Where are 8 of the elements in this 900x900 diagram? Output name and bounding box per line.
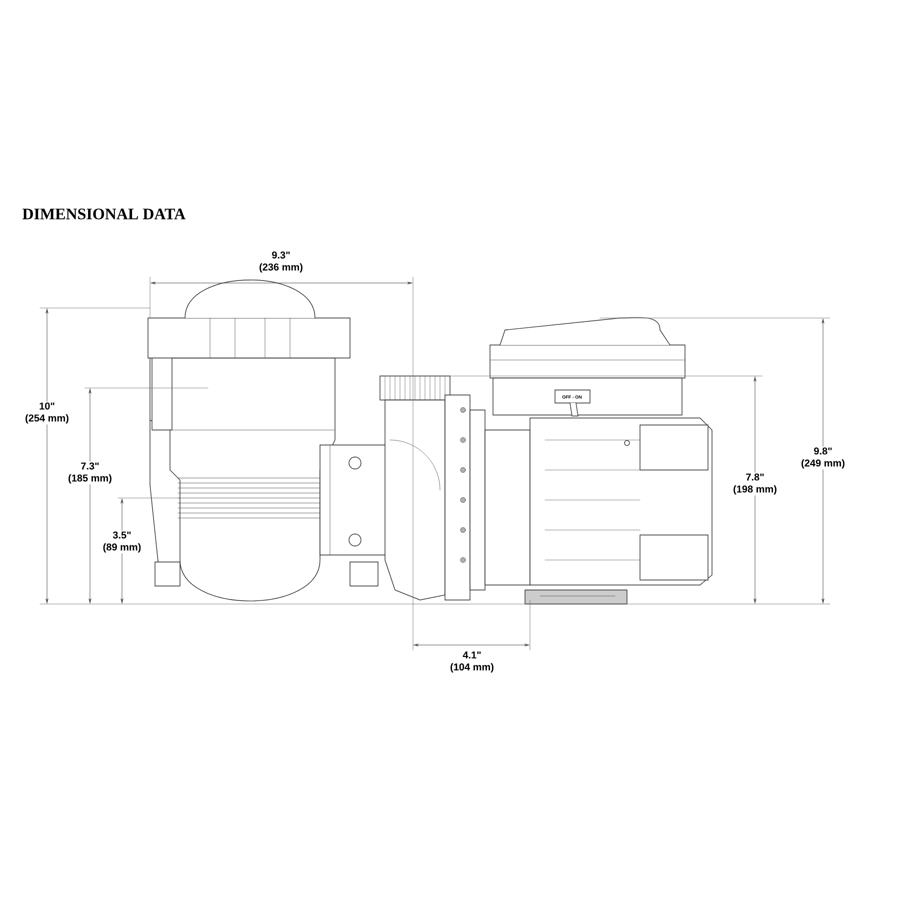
dimension-label: 4.1" (104 mm) (449, 650, 495, 674)
dimension-label: 10" (254 mm) (24, 401, 70, 425)
dimension-label: 9.3" (236 mm) (258, 250, 304, 274)
dimension-label: 3.5" (89 mm) (102, 530, 142, 554)
dimension-label: 7.8" (198 mm) (732, 472, 778, 496)
dimension-label: 7.3" (185 mm) (67, 461, 113, 485)
title: DIMENSIONAL DATA (22, 208, 186, 220)
dimension-label: 9.8" (249 mm) (800, 446, 846, 470)
